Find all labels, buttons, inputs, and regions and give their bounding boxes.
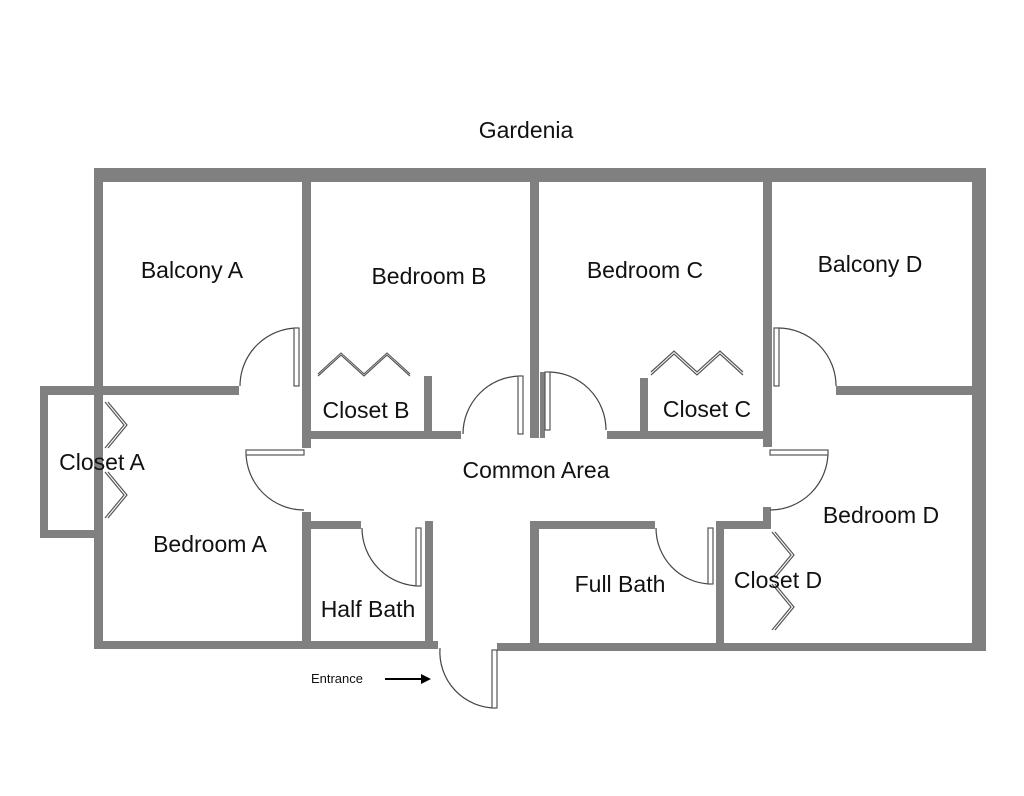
bifold-closet-d (771, 531, 795, 631)
entrance-label: Entrance (311, 671, 363, 686)
label-balcony-d: Balcony D (818, 251, 923, 277)
wall-closet-c-bottom-left (607, 431, 647, 439)
wall-closet-d-top-stub (763, 507, 771, 529)
wall-v-766-mid (763, 385, 772, 447)
label-half-bath: Half Bath (321, 596, 416, 622)
room-labels: Balcony A Bedroom B Bedroom C Balcony D … (59, 251, 939, 622)
wall-closet-b-right (424, 376, 432, 439)
wall-v-766-top (763, 168, 772, 390)
label-balcony-a: Balcony A (141, 257, 244, 283)
wall-outer-right (972, 168, 986, 650)
wall-v-305-mid (302, 386, 311, 448)
walls (40, 168, 986, 651)
bifold-doors (104, 350, 795, 631)
door-entrance (439, 647, 498, 709)
wall-closet-a-bottom (40, 530, 102, 538)
label-bedroom-d: Bedroom D (823, 502, 939, 528)
wall-closet-b-bottom (305, 431, 461, 439)
label-closet-c: Closet C (663, 396, 751, 422)
wall-half-bath-top (305, 521, 361, 529)
label-closet-a: Closet A (59, 449, 145, 475)
wall-outer-left (94, 168, 103, 646)
door-bedroom-b (462, 375, 524, 435)
wall-half-bath-right (425, 521, 433, 649)
wall-full-bath-top (530, 521, 655, 529)
plan-title: Gardenia (479, 117, 574, 143)
label-common-area: Common Area (462, 457, 609, 483)
door-bedroom-c (544, 371, 607, 431)
label-full-bath: Full Bath (575, 571, 666, 597)
wall-v-533-b (540, 372, 545, 438)
label-closet-d: Closet D (734, 567, 822, 593)
wall-v-533 (530, 168, 539, 438)
wall-full-bath-top-right (716, 521, 766, 529)
label-bedroom-b: Bedroom B (371, 263, 486, 289)
bifold-closet-c (650, 350, 744, 376)
bifold-closet-b (317, 352, 411, 378)
wall-closet-c-left (640, 378, 648, 439)
door-balcony-d (773, 327, 837, 387)
door-half-bath (361, 527, 422, 587)
wall-full-bath-right (716, 521, 724, 649)
wall-v-305-top (302, 168, 311, 390)
door-bedroom-a (245, 449, 305, 511)
door-bedroom-d (769, 449, 829, 511)
label-closet-b: Closet B (323, 397, 410, 423)
label-bedroom-c: Bedroom C (587, 257, 703, 283)
bifold-closet-a (104, 401, 128, 519)
wall-closet-a-left (40, 386, 48, 538)
wall-closet-c-bottom (640, 431, 770, 439)
label-bedroom-a: Bedroom A (153, 531, 267, 557)
wall-closet-a-top (40, 386, 102, 395)
wall-v-305-low (302, 512, 311, 649)
wall-outer-top (94, 168, 986, 182)
entrance-arrow-icon (385, 674, 431, 684)
door-full-bath (655, 527, 714, 585)
wall-outer-bottom-left (94, 641, 438, 649)
doors (239, 327, 837, 709)
wall-balcony-d-bottom (836, 386, 986, 395)
wall-outer-bottom-right (497, 643, 986, 651)
door-balcony-a (239, 327, 300, 387)
wall-full-bath-left (530, 521, 539, 649)
wall-balcony-a-bottom (94, 386, 239, 395)
